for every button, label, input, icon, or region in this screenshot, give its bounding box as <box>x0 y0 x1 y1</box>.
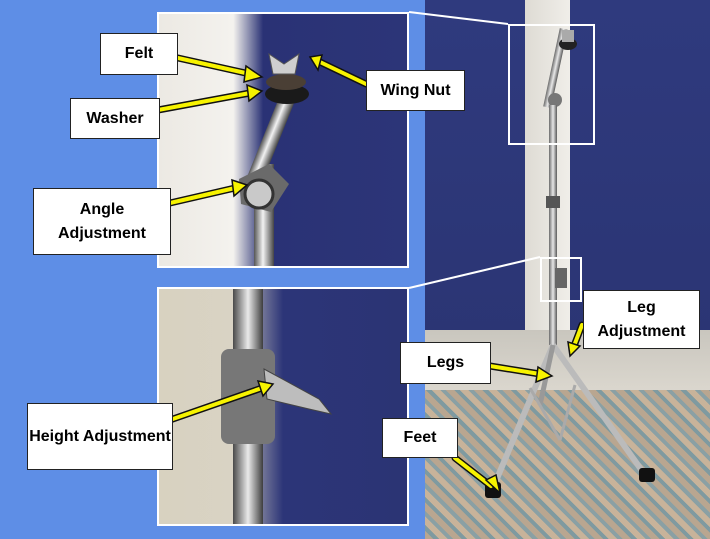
washer-arrow <box>156 91 252 112</box>
wing-nut-arrow <box>318 60 368 86</box>
label-leg-adjustment: Leg Adjustment <box>583 290 700 349</box>
highlight-box-top <box>508 24 595 145</box>
arrow-outlines <box>154 54 586 490</box>
felt-zoomed <box>266 74 306 90</box>
angle-joint-small <box>548 93 562 107</box>
washer-zoomed <box>265 84 309 104</box>
label-legs: Legs <box>400 342 491 384</box>
angle-adjustment-arrow <box>168 186 237 205</box>
label-washer: Washer <box>70 98 160 139</box>
label-felt: Felt <box>100 33 178 75</box>
brace-2 <box>558 384 577 441</box>
leg-left <box>490 343 556 490</box>
height-adjustment-arrow <box>168 386 264 422</box>
height-lever-zoomed <box>263 368 333 415</box>
main-pole <box>549 105 557 345</box>
label-height-adjustment: Height Adjustment <box>27 403 173 470</box>
label-angle-adjustment: Angle Adjustment <box>33 188 171 255</box>
felt-arrow <box>176 56 252 76</box>
arrow-heads <box>231 54 582 496</box>
leg-adjustment-arrow <box>572 323 584 348</box>
label-wing-nut: Wing Nut <box>366 70 465 111</box>
label-feet: Feet <box>382 418 458 458</box>
boom-zoomed <box>242 85 300 193</box>
brace-1 <box>528 387 562 441</box>
foot-right <box>639 468 655 482</box>
wing-nut-zoomed <box>268 52 300 75</box>
angle-knob-zoomed <box>243 178 275 210</box>
zoom-inset-top <box>157 12 409 268</box>
height-clamp-small <box>546 196 560 208</box>
leg-right <box>550 343 648 477</box>
arrow-shafts <box>156 56 584 488</box>
wing-nut-small <box>562 30 574 42</box>
highlight-box-clamp <box>540 257 582 302</box>
top-zoom-drawing <box>239 52 309 266</box>
height-clamp-2-small <box>555 268 567 288</box>
connector-top <box>408 11 509 25</box>
legs-arrow <box>488 364 542 376</box>
feet-arrow <box>453 456 493 488</box>
connector-bottom <box>408 256 541 289</box>
